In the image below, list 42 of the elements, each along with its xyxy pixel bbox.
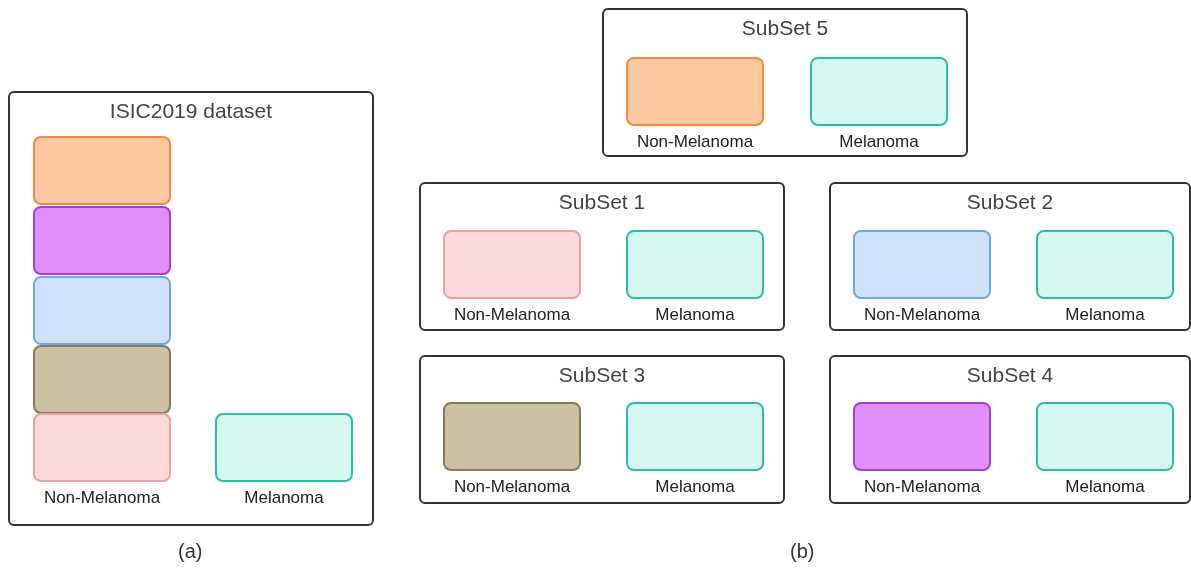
colour-box (33, 345, 171, 414)
colour-box (626, 230, 764, 299)
colour-box (810, 57, 948, 126)
category-label: Non-Melanoma (862, 477, 982, 497)
category-label: Non-Melanoma (452, 305, 572, 325)
group-panel (419, 355, 785, 504)
panel-title: SubSet 2 (965, 190, 1055, 214)
panel-title: SubSet 1 (557, 190, 647, 214)
panel-label: (a) (178, 540, 203, 563)
category-label: Melanoma (1064, 477, 1146, 497)
category-label: Melanoma (654, 477, 736, 497)
colour-box (853, 402, 991, 471)
panel-title: SubSet 5 (740, 16, 830, 40)
group-panel (419, 182, 785, 331)
group-panel (829, 182, 1191, 331)
colour-box (33, 413, 171, 482)
colour-box (33, 276, 171, 345)
group-panel (8, 91, 374, 526)
colour-box (853, 230, 991, 299)
colour-box (626, 402, 764, 471)
colour-box (443, 230, 581, 299)
category-label: Melanoma (243, 488, 325, 508)
panel-title: SubSet 4 (965, 363, 1055, 387)
colour-box (33, 206, 171, 275)
colour-box (215, 413, 353, 482)
colour-box (1036, 230, 1174, 299)
group-panel (829, 355, 1191, 504)
panel-title: SubSet 3 (557, 363, 647, 387)
colour-box (626, 57, 764, 126)
panel-title: ISIC2019 dataset (108, 99, 274, 123)
category-label: Melanoma (654, 305, 736, 325)
category-label: Melanoma (838, 132, 920, 152)
category-label: Non-Melanoma (452, 477, 572, 497)
colour-box (33, 136, 171, 205)
colour-box (443, 402, 581, 471)
category-label: Non-Melanoma (862, 305, 982, 325)
category-label: Melanoma (1064, 305, 1146, 325)
group-panel (602, 8, 968, 157)
category-label: Non-Melanoma (42, 488, 162, 508)
colour-box (1036, 402, 1174, 471)
category-label: Non-Melanoma (635, 132, 755, 152)
panel-label: (b) (790, 540, 815, 563)
